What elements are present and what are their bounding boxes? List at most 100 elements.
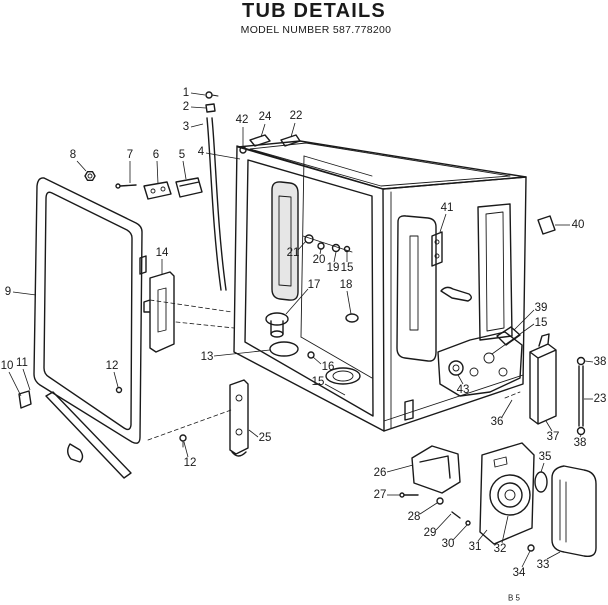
leader-line xyxy=(297,240,307,251)
callout-number: 42 xyxy=(236,114,249,126)
callout-number: 22 xyxy=(290,110,303,122)
part-rod-23 xyxy=(578,365,584,427)
leader-line xyxy=(435,513,452,531)
part-20 xyxy=(317,242,325,250)
leader-line xyxy=(579,434,582,438)
part-bracket-25 xyxy=(229,379,249,457)
callout-number: 38 xyxy=(594,356,607,368)
part-bracket-5 xyxy=(175,177,203,198)
leader-line xyxy=(156,160,159,185)
part-6-hole-a xyxy=(150,188,156,194)
part-25-hole-a xyxy=(235,394,243,402)
callout-number: 11 xyxy=(16,357,28,369)
part-nut-8 xyxy=(84,170,96,182)
part-41-hole-b xyxy=(434,253,440,259)
callout-number: 8 xyxy=(70,149,76,161)
callout-34: 34 xyxy=(513,550,531,579)
callout-number: 33 xyxy=(537,559,550,571)
part-plate-31 xyxy=(479,442,535,545)
leader-line xyxy=(319,248,322,255)
part-31-slot xyxy=(493,456,508,468)
part-17-hub xyxy=(265,312,289,326)
part-36-line xyxy=(504,391,521,399)
leader-line xyxy=(501,399,513,418)
leader-line xyxy=(260,123,266,138)
part-plate-43 xyxy=(437,331,523,397)
part-bracket-14 xyxy=(143,271,175,353)
callout-number: 20 xyxy=(313,254,326,266)
tub-interior-floor-edge xyxy=(300,336,373,379)
callout-42: 42 xyxy=(236,114,249,146)
callout-27: 27 xyxy=(374,489,400,501)
callout-38-lower: 38 xyxy=(574,434,586,449)
leader-line xyxy=(546,551,561,560)
callout-number: 2 xyxy=(183,101,189,113)
part-30 xyxy=(465,520,471,526)
part-43-hole-b xyxy=(483,352,495,364)
callout-number: 6 xyxy=(153,149,159,161)
part-38-upper xyxy=(576,356,586,366)
callout-number: 30 xyxy=(442,538,455,550)
model-number: MODEL NUMBER 587.778200 xyxy=(241,24,392,36)
part-40 xyxy=(537,215,556,235)
callout-number: 21 xyxy=(287,247,300,259)
leader-line xyxy=(477,529,488,542)
leader-line xyxy=(346,290,352,315)
door-frame-inner xyxy=(43,191,133,431)
side-hook xyxy=(440,286,472,302)
part-19 xyxy=(331,243,341,253)
callout-29: 29 xyxy=(424,513,452,539)
callout-number: 37 xyxy=(547,431,560,443)
callout-number: 3 xyxy=(183,121,189,133)
part-21 xyxy=(304,234,314,244)
part-clip-2 xyxy=(205,103,216,113)
callout-number: 19 xyxy=(327,262,340,274)
callout-7: 7 xyxy=(127,149,133,183)
callout-33: 33 xyxy=(537,551,561,571)
callout-number: 9 xyxy=(5,286,11,298)
callout-43: 43 xyxy=(457,374,469,396)
callout-4: 4 xyxy=(198,146,241,160)
part-motor-32-shaft xyxy=(504,489,516,501)
leader-line xyxy=(501,515,509,544)
motor-vent-assembly xyxy=(399,442,597,558)
leader-line xyxy=(190,92,206,96)
callout-31: 31 xyxy=(469,529,488,553)
callout-number: 24 xyxy=(259,111,272,123)
callout-39: 39 xyxy=(513,302,547,331)
callout-number: 23 xyxy=(594,393,607,405)
part-box-37 xyxy=(529,333,557,425)
callout-number: 7 xyxy=(127,149,133,161)
leader-line xyxy=(8,371,22,397)
door-screw xyxy=(115,386,123,394)
door-frame-assembly xyxy=(18,177,235,479)
callout-number: 28 xyxy=(408,511,421,523)
callout-number: 27 xyxy=(374,489,387,501)
leader-line xyxy=(76,160,87,172)
part-34 xyxy=(527,544,535,552)
callout-8: 8 xyxy=(70,149,87,172)
callout-19: 19 xyxy=(327,251,340,274)
callout-20: 20 xyxy=(313,248,326,266)
door-frame-outer xyxy=(33,177,143,444)
callout-28: 28 xyxy=(408,502,438,523)
callout-number: 13 xyxy=(201,351,214,363)
leader-line xyxy=(290,122,296,138)
callout-number: 4 xyxy=(198,146,205,158)
part-screw-7 xyxy=(119,184,137,187)
callout-6: 6 xyxy=(153,149,159,185)
part-screw-1-shank xyxy=(211,94,219,97)
part-screw-12-lower xyxy=(179,434,187,442)
alignment-line-lower xyxy=(147,409,232,441)
part-bracket-26 xyxy=(411,445,461,494)
leader-line xyxy=(513,309,535,331)
leader-line xyxy=(22,368,31,391)
callout-number: 25 xyxy=(259,432,272,444)
part-bracket-6 xyxy=(143,181,172,200)
alignment-line-middle xyxy=(149,299,233,313)
callout-number: 1 xyxy=(183,87,189,99)
sump xyxy=(325,367,361,385)
callout-number: 14 xyxy=(156,247,169,259)
callout-30: 30 xyxy=(442,524,468,550)
callout-number: 15 xyxy=(535,317,548,329)
